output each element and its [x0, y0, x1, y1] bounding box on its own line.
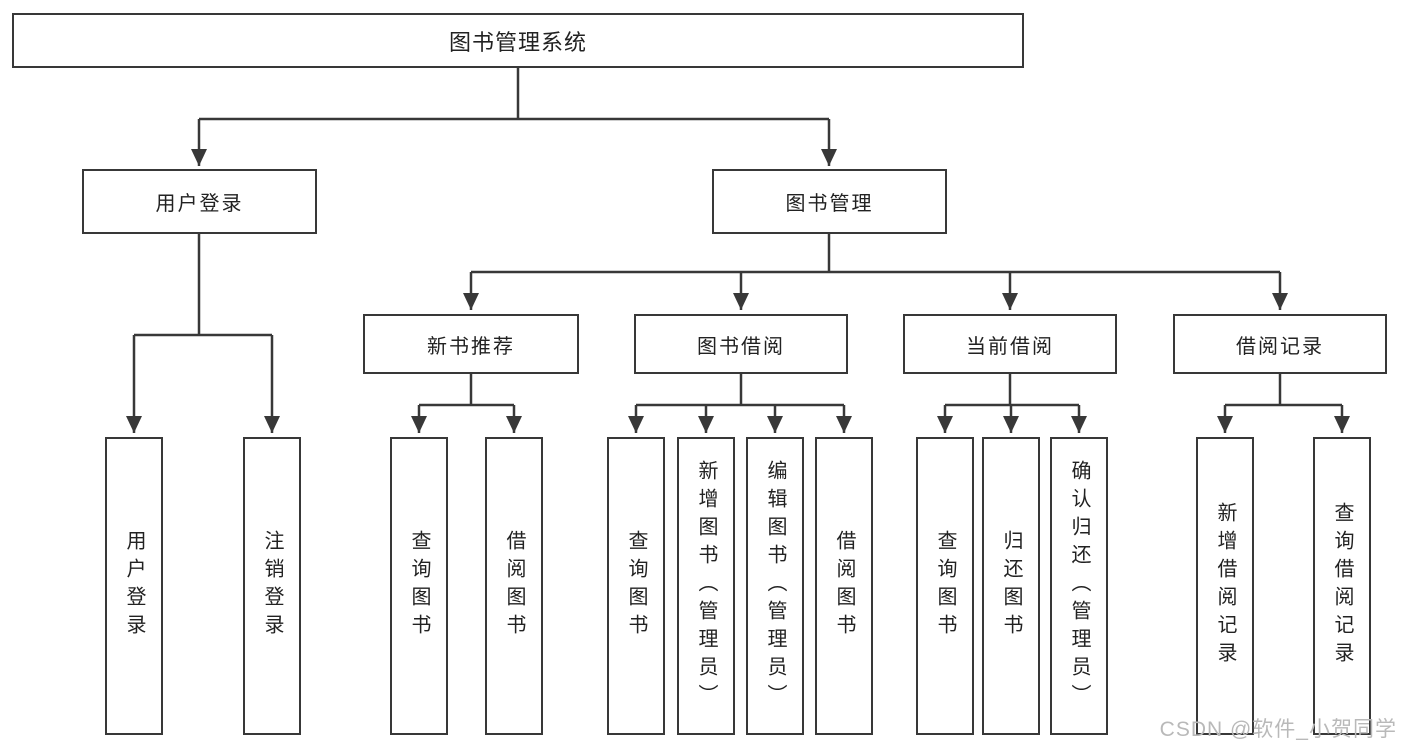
node-current-borrowing: 当前借阅: [903, 314, 1117, 374]
leaf-borrow-books-borrow-label: 借阅图书: [833, 530, 855, 642]
leaf-logout-login-label: 注销登录: [261, 530, 283, 642]
watermark: CSDN @软件_小贺同学: [1159, 718, 1397, 741]
leaf-query-borrow-record: 查询借阅记录: [1313, 437, 1371, 735]
node-book-borrowing: 图书借阅: [634, 314, 848, 374]
leaf-confirm-return-admin: 确认归还（管理员）: [1050, 437, 1108, 735]
leaf-edit-books-admin: 编辑图书（管理员）: [746, 437, 804, 735]
leaf-user-login-label: 用户登录: [123, 530, 145, 642]
node-new-book-recommendation: 新书推荐: [363, 314, 579, 374]
node-new-book-recommendation-label: 新书推荐: [427, 335, 515, 358]
node-current-borrowing-label: 当前借阅: [966, 335, 1054, 358]
leaf-add-books-admin-label: 新增图书（管理员）: [695, 460, 717, 712]
leaf-query-books-current-label: 查询图书: [934, 530, 956, 642]
node-user-login-label: 用户登录: [155, 193, 244, 215]
leaf-query-books-borrow-label: 查询图书: [625, 530, 647, 642]
leaf-edit-books-admin-label: 编辑图书（管理员）: [764, 460, 786, 712]
leaf-add-borrow-record-label: 新增借阅记录: [1214, 502, 1236, 670]
leaf-borrow-books-recommend: 借阅图书: [485, 437, 543, 735]
leaf-borrow-books-recommend-label: 借阅图书: [503, 530, 525, 642]
node-book-borrowing-label: 图书借阅: [697, 335, 785, 358]
leaf-return-books-label: 归还图书: [1000, 530, 1022, 642]
leaf-borrow-books-borrow: 借阅图书: [815, 437, 873, 735]
leaf-add-borrow-record: 新增借阅记录: [1196, 437, 1254, 735]
node-book-management: 图书管理: [712, 169, 947, 234]
leaf-confirm-return-admin-label: 确认归还（管理员）: [1068, 460, 1090, 712]
leaf-query-books-current: 查询图书: [916, 437, 974, 735]
leaf-query-books-recommend-label: 查询图书: [408, 530, 430, 642]
leaf-add-books-admin: 新增图书（管理员）: [677, 437, 735, 735]
node-borrowing-records: 借阅记录: [1173, 314, 1387, 374]
leaf-query-books-borrow: 查询图书: [607, 437, 665, 735]
leaf-return-books: 归还图书: [982, 437, 1040, 735]
leaf-user-login: 用户登录: [105, 437, 163, 735]
node-library-system-label: 图书管理系统: [448, 29, 587, 55]
node-library-system: 图书管理系统: [12, 13, 1024, 68]
node-book-management-label: 图书管理: [785, 193, 874, 215]
leaf-query-books-recommend: 查询图书: [390, 437, 448, 735]
node-borrowing-records-label: 借阅记录: [1236, 335, 1324, 358]
node-user-login: 用户登录: [82, 169, 317, 234]
leaf-logout-login: 注销登录: [243, 437, 301, 735]
leaf-query-borrow-record-label: 查询借阅记录: [1331, 502, 1353, 670]
